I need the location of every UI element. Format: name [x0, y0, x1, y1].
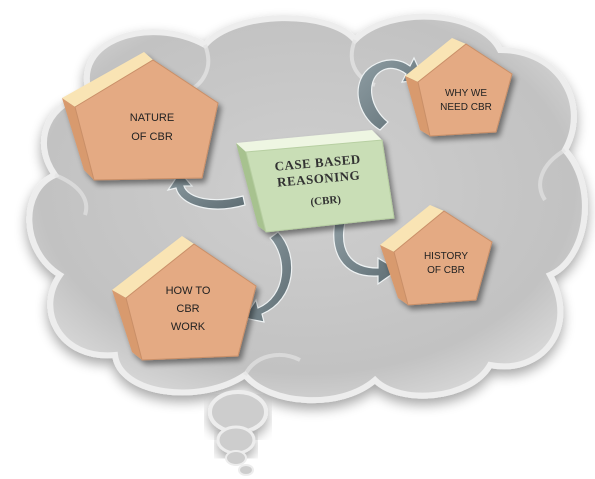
center-node-face	[245, 139, 395, 233]
pentagon-front-face	[74, 59, 219, 181]
node-label-line: OF CBR	[131, 131, 173, 143]
pentagon-top-face	[380, 205, 444, 252]
pentagon-front-face	[125, 243, 257, 361]
thought-bubbles	[208, 390, 268, 476]
node-nature-of-cbr: NATURE OF CBR	[62, 52, 219, 181]
node-how-to-cbr-work: HOW TO CBR WORK	[112, 236, 257, 361]
center-node: CASE BASED REASONING (CBR)	[236, 130, 395, 233]
center-node-top	[236, 130, 382, 152]
pentagon-front-face	[393, 210, 493, 306]
pentagon-top-face	[112, 236, 194, 298]
node-label-line: NEED CBR	[440, 102, 492, 113]
pentagon-left-face	[405, 76, 430, 136]
pentagon-left-face	[112, 290, 142, 360]
node-label-line: OF CBR	[427, 265, 465, 276]
pentagon-top-face	[405, 38, 466, 82]
node-label-line: WORK	[171, 321, 206, 333]
pentagon-left-face	[62, 98, 94, 180]
node-history-of-cbr: HISTORY OF CBR	[380, 205, 493, 306]
pentagon-top-face	[62, 52, 153, 107]
node-label-line: HOW TO	[166, 285, 211, 297]
node-label-line: WHY WE	[445, 88, 487, 99]
pentagon-left-face	[380, 245, 408, 305]
node-label-line: HISTORY	[424, 251, 468, 262]
node-why-we-need-cbr: WHY WE NEED CBR	[405, 38, 513, 137]
arrow-to-history	[333, 215, 400, 286]
node-label-line: NATURE	[130, 112, 174, 124]
pentagon-front-face	[417, 43, 513, 137]
center-title-line3: (CBR)	[310, 194, 342, 209]
center-title-line1: CASE BASED	[274, 151, 361, 173]
node-label-line: CBR	[176, 303, 199, 315]
center-title-line2: REASONING	[276, 167, 360, 189]
center-node-left	[236, 143, 266, 232]
